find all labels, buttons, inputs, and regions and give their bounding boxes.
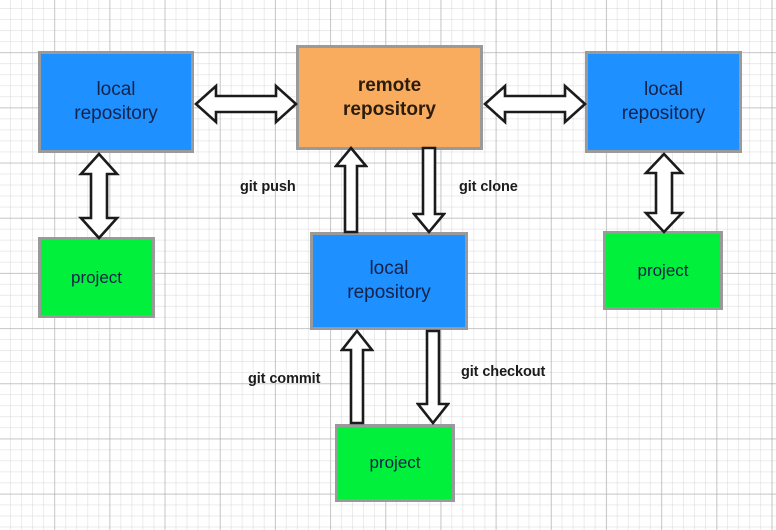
- arrow-git-commit-icon: [340, 329, 374, 425]
- arrow-right-local-to-project-icon: [643, 152, 685, 234]
- node-remote-repository[interactable]: remote repository: [296, 45, 483, 150]
- node-project-left[interactable]: project: [38, 237, 155, 318]
- node-label: project: [70, 267, 123, 287]
- arrow-left-local-to-remote-icon: [194, 83, 298, 125]
- arrow-git-clone-icon: [412, 146, 446, 234]
- arrow-remote-to-right-local-icon: [483, 83, 587, 125]
- arrow-git-push-icon: [334, 146, 368, 234]
- edge-label-git-push: git push: [240, 179, 296, 195]
- node-project-right[interactable]: project: [603, 231, 723, 310]
- node-local-repository-right[interactable]: local repository: [585, 51, 742, 153]
- node-label: local repository: [621, 79, 706, 124]
- node-label: project: [637, 260, 689, 280]
- arrow-left-local-to-project-icon: [78, 152, 120, 240]
- arrow-git-checkout-icon: [416, 329, 450, 425]
- node-label: project: [369, 453, 421, 473]
- edge-label-git-clone: git clone: [459, 179, 518, 195]
- node-local-repository-left[interactable]: local repository: [38, 51, 194, 153]
- node-project-bottom[interactable]: project: [335, 424, 455, 502]
- node-label: remote repository: [343, 74, 436, 120]
- node-local-repository-center[interactable]: local repository: [310, 232, 468, 330]
- node-label: local repository: [347, 258, 431, 303]
- node-label: local repository: [74, 79, 158, 124]
- edge-label-git-checkout: git checkout: [461, 364, 546, 380]
- edge-label-git-commit: git commit: [248, 371, 321, 387]
